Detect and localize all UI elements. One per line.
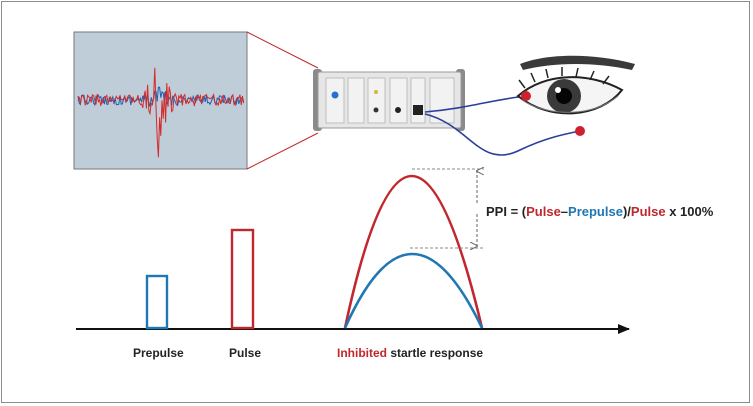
device-panel-3 [367,77,386,124]
eye-highlight [555,87,561,93]
formula-pulse: Pulse [526,204,561,219]
pulse-stimulus-bar [230,228,255,330]
prepulse-stimulus-bar [145,274,169,330]
eye-icon [516,55,635,115]
zoom-line-top [246,31,319,69]
startle-amplifier-device [313,69,465,131]
formula-suffix: x 100% [665,204,714,219]
device-panel-2 [347,77,365,124]
prepulse-label: Prepulse [133,346,184,360]
device-panel-5 [410,77,426,124]
device-jack-icon [373,107,379,113]
formula-mid: )/ [622,204,631,219]
startle-response-text: startle response [387,346,484,360]
device-panel-4 [389,77,408,124]
zoom-line-bottom [246,132,319,170]
device-connector-icon [413,105,423,115]
formula-prepulse: Prepulse [568,204,623,219]
electrode-cable-upper [424,95,527,113]
eyebrow [520,55,635,70]
inhibited-word: Inhibited [337,346,387,360]
formula-pulse-2: Pulse [630,204,666,219]
electrode-lower [575,126,585,136]
device-panel-6 [429,77,455,124]
formula-dash: – [560,204,569,219]
pulse-label: Pulse [229,346,262,360]
eyelashes [518,67,610,89]
electrode-cable-lower [424,113,581,156]
pulse-emg-trace [77,67,245,158]
device-led-icon [374,90,378,94]
device-knob-icon [331,91,339,99]
emg-recording-panel [73,31,248,170]
ppi-formula: PPI = (Pulse–Prepulse)/Pulse x 100% [486,204,713,219]
lower-lid [521,95,619,113]
device-port-icon [395,107,401,113]
electrode-upper [521,91,531,101]
formula-prefix: PPI = ( [486,204,527,219]
prepulse-startle-curve [343,252,484,329]
pulse-startle-curve [343,174,484,329]
startle-response-label: Inhibited startle response [337,346,483,360]
device-panel-1 [325,77,345,124]
